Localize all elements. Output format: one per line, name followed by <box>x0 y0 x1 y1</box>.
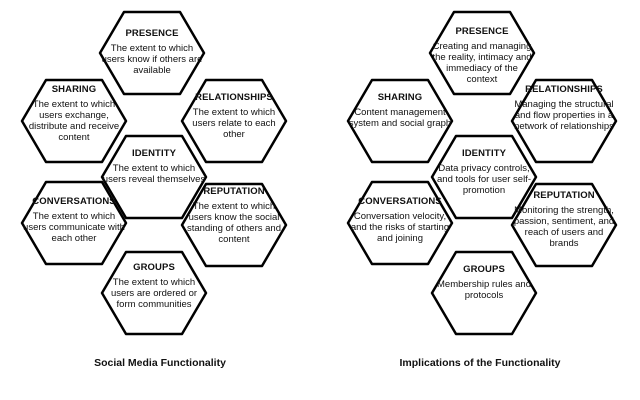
hex-description: Content management system and social gra… <box>348 107 452 129</box>
hex-title: RELATIONSHIPS <box>525 84 603 95</box>
hex-presence <box>428 10 536 96</box>
hex-description: The extent to which users reveal themsel… <box>102 163 206 185</box>
hex-presence-text: PRESENCE Creating and managing the reali… <box>430 26 534 85</box>
hex-title: IDENTITY <box>461 148 507 159</box>
honeycomb-right <box>346 10 618 336</box>
hex-identity <box>430 134 538 220</box>
hex-reputation-text: REPUTATION Monitoring the strength, pass… <box>512 190 616 249</box>
honeycomb-left <box>20 10 288 336</box>
hex-presence <box>98 10 206 96</box>
hex-conversations <box>346 180 454 266</box>
hex-relationships-text: RELATIONSHIPS The extent to which users … <box>182 92 286 140</box>
diagram-caption: Implications of the Functionality <box>399 357 561 369</box>
hex-title: RELATIONSHIPS <box>195 92 273 103</box>
hex-sharing-text: SHARING The extent to which users exchan… <box>22 84 126 143</box>
hex-description: The extent to which users are ordered or… <box>110 277 198 310</box>
hex-description: The extent to which users exchange, dist… <box>28 99 120 143</box>
hex-reputation <box>180 182 288 268</box>
hex-title: SHARING <box>377 92 423 103</box>
hex-title: GROUPS <box>133 262 175 273</box>
hex-title: REPUTATION <box>533 190 595 201</box>
hex-presence-text: PRESENCE The extent to which users know … <box>100 28 204 76</box>
hex-title: CONVERSATIONS <box>32 196 116 207</box>
hex-identity-text: IDENTITY Data privacy controls, and tool… <box>432 148 536 196</box>
hex-groups <box>100 250 208 336</box>
hex-groups-text: GROUPS The extent to which users are ord… <box>102 262 206 310</box>
hex-groups <box>430 250 538 336</box>
hex-groups-text: GROUPS Membership rules and protocols <box>432 264 536 301</box>
hex-sharing-text: SHARING Content management system and so… <box>348 92 452 129</box>
hex-relationships <box>180 78 288 164</box>
hex-description: The extent to which users know if others… <box>101 43 203 76</box>
hex-identity-text: IDENTITY The extent to which users revea… <box>102 148 206 185</box>
hex-description: The extent to which users relate to each… <box>192 107 276 140</box>
hex-title: PRESENCE <box>455 26 509 37</box>
hex-conversations-text: CONVERSATIONS Conversation velocity, and… <box>348 196 452 244</box>
hex-relationships-text: RELATIONSHIPS Managing the structural an… <box>512 84 616 132</box>
hex-title: GROUPS <box>463 264 505 275</box>
hex-conversations-text: CONVERSATIONS The extent to which users … <box>22 196 126 244</box>
hex-relationships <box>510 78 618 164</box>
hex-sharing <box>20 78 128 164</box>
hex-identity <box>100 134 208 220</box>
hex-description: Monitoring the strength, passion, sentim… <box>513 205 615 249</box>
hex-title: REPUTATION <box>203 186 265 197</box>
social-media-functionality-diagram: PRESENCE The extent to which users know … <box>20 10 288 369</box>
hex-reputation <box>510 182 618 268</box>
hex-title: SHARING <box>51 84 97 95</box>
hex-title: PRESENCE <box>125 28 179 39</box>
diagram-caption: Social Media Functionality <box>94 357 226 369</box>
hex-description: The extent to which users know the socia… <box>186 201 281 245</box>
hex-title: IDENTITY <box>131 148 177 159</box>
hex-description: The extent to which users communicate wi… <box>23 211 125 244</box>
hex-description: Data privacy controls, and tools for use… <box>437 163 531 196</box>
hex-description: Conversation velocity, and the risks of … <box>350 211 450 244</box>
hex-sharing <box>346 78 454 164</box>
hex-description: Managing the structural and flow propert… <box>514 99 614 132</box>
hex-description: Creating and managing the reality, intim… <box>432 41 532 85</box>
hex-reputation-text: REPUTATION The extent to which users kno… <box>182 186 286 245</box>
hex-conversations <box>20 180 128 266</box>
implications-diagram: PRESENCE Creating and managing the reali… <box>320 0 640 400</box>
hex-title: CONVERSATIONS <box>358 196 442 207</box>
hex-description: Membership rules and protocols <box>437 279 531 301</box>
